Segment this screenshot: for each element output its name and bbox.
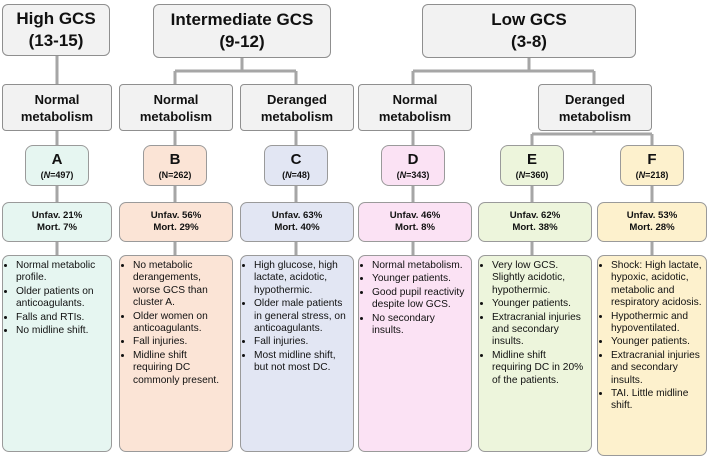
cluster-b-description: No metabolic derangements, worse GCS tha…	[119, 255, 233, 452]
metabolism-label: Normal	[34, 91, 80, 107]
cluster-e-node: E (N=360)	[500, 145, 564, 186]
description-item: No secondary insults.	[372, 313, 467, 338]
description-item: High glucose, high lactate, acidotic, hy…	[254, 260, 349, 297]
metabolism-node-intermediate-deranged: Deranged metabolism	[240, 84, 354, 131]
cluster-e-description: Very low GCS. Slightly acidotic, hypothe…	[478, 255, 592, 452]
gcs-intermediate-range: (9-12)	[219, 32, 265, 51]
description-item: Younger patients.	[492, 298, 587, 310]
metabolism-label: metabolism	[378, 108, 452, 124]
cluster-a-letter: A	[51, 150, 63, 168]
gcs-low-title: Low GCS	[491, 10, 567, 29]
gcs-high-node: High GCS (13-15)	[2, 4, 110, 56]
description-item: Older women on anticoagulants.	[133, 311, 228, 336]
cluster-b-letter: B	[169, 150, 181, 168]
description-item: No metabolic derangements, worse GCS tha…	[133, 260, 228, 310]
unfavourable-outcome-rate: Unfav. 62%	[509, 210, 561, 221]
cluster-e-letter: E	[526, 150, 537, 168]
description-item: Hypothermic and hypoventilated.	[611, 311, 702, 336]
cluster-f-description: Shock: High lactate, hypoxic, acidotic, …	[597, 255, 707, 456]
description-item: TAI. Little midline shift.	[611, 388, 702, 413]
metabolism-label: metabolism	[260, 108, 334, 124]
description-item: Shock: High lactate, hypoxic, acidotic, …	[611, 260, 702, 310]
cluster-a-node: A (N=497)	[25, 145, 89, 186]
cluster-b-outcome: Unfav. 56% Mort. 29%	[119, 202, 233, 242]
cluster-e-count: (N=360)	[515, 169, 549, 180]
cluster-d-node: D (N=343)	[381, 145, 445, 186]
mortality-rate: Mort. 28%	[629, 222, 675, 233]
cluster-d-description: Normal metabolism. Younger patients. Goo…	[358, 255, 472, 452]
cluster-e-outcome: Unfav. 62% Mort. 38%	[478, 202, 592, 242]
gcs-intermediate-title: Intermediate GCS	[170, 10, 314, 29]
metabolism-label: metabolism	[139, 108, 213, 124]
description-item: Older male patients in general stress, o…	[254, 298, 349, 335]
description-item: Younger patients.	[611, 336, 702, 348]
unfavourable-outcome-rate: Unfav. 53%	[626, 210, 678, 221]
cluster-a-description: Normal metabolic profile. Older patients…	[2, 255, 112, 452]
gcs-high-range: (13-15)	[28, 31, 84, 50]
description-item: Falls and RTIs.	[16, 312, 107, 324]
gcs-high-title: High GCS	[16, 9, 96, 28]
mortality-rate: Mort. 8%	[395, 222, 435, 233]
mortality-rate: Mort. 29%	[153, 222, 199, 233]
cluster-d-letter: D	[407, 150, 419, 168]
description-item: Most midline shift, but not most DC.	[254, 350, 349, 375]
metabolism-label: metabolism	[558, 108, 632, 124]
metabolism-node-low-deranged: Deranged metabolism	[538, 84, 652, 131]
mortality-rate: Mort. 7%	[37, 222, 77, 233]
mortality-rate: Mort. 40%	[274, 222, 320, 233]
description-item: Older patients on anticoagulants.	[16, 286, 107, 311]
gcs-intermediate-node: Intermediate GCS (9-12)	[153, 4, 331, 58]
cluster-f-count: (N=218)	[635, 169, 669, 180]
unfavourable-outcome-rate: Unfav. 63%	[271, 210, 323, 221]
description-item: Extracranial injuries and secondary insu…	[611, 350, 702, 387]
gcs-low-node: Low GCS (3-8)	[422, 4, 636, 58]
description-item: Midline shift requiring DC commonly pres…	[133, 350, 228, 387]
description-item: Extracranial injuries and secondary insu…	[492, 312, 587, 349]
mortality-rate: Mort. 38%	[512, 222, 558, 233]
description-item: Normal metabolism.	[372, 260, 467, 272]
unfavourable-outcome-rate: Unfav. 46%	[389, 210, 441, 221]
description-item: Very low GCS. Slightly acidotic, hypothe…	[492, 260, 587, 297]
cluster-a-count: (N=497)	[40, 169, 74, 180]
cluster-d-outcome: Unfav. 46% Mort. 8%	[358, 202, 472, 242]
metabolism-node-low-normal: Normal metabolism	[358, 84, 472, 131]
metabolism-label: Deranged	[565, 91, 625, 107]
description-item: Fall injuries.	[254, 336, 349, 348]
cluster-f-node: F (N=218)	[620, 145, 684, 186]
cluster-c-description: High glucose, high lactate, acidotic, hy…	[240, 255, 354, 452]
gcs-low-range: (3-8)	[511, 32, 547, 51]
metabolism-node-high-normal: Normal metabolism	[2, 84, 112, 131]
description-item: Fall injuries.	[133, 336, 228, 348]
cluster-a-outcome: Unfav. 21% Mort. 7%	[2, 202, 112, 242]
cluster-c-node: C (N=48)	[264, 145, 328, 186]
description-item: Normal metabolic profile.	[16, 260, 107, 285]
cluster-f-outcome: Unfav. 53% Mort. 28%	[597, 202, 707, 242]
description-item: Younger patients.	[372, 273, 467, 285]
description-item: Good pupil reactivity despite low GCS.	[372, 287, 467, 312]
description-item: No midline shift.	[16, 325, 107, 337]
cluster-c-count: (N=48)	[282, 169, 310, 180]
description-item: Midline shift requiring DC in 20% of the…	[492, 350, 587, 387]
metabolism-label: Normal	[153, 91, 199, 107]
metabolism-node-intermediate-normal: Normal metabolism	[119, 84, 233, 131]
cluster-c-outcome: Unfav. 63% Mort. 40%	[240, 202, 354, 242]
unfavourable-outcome-rate: Unfav. 56%	[150, 210, 202, 221]
metabolism-label: Deranged	[267, 91, 327, 107]
cluster-b-node: B (N=262)	[143, 145, 207, 186]
metabolism-label: metabolism	[20, 108, 94, 124]
unfavourable-outcome-rate: Unfav. 21%	[31, 210, 83, 221]
cluster-d-count: (N=343)	[396, 169, 430, 180]
cluster-c-letter: C	[290, 150, 302, 168]
metabolism-label: Normal	[392, 91, 438, 107]
cluster-b-count: (N=262)	[158, 169, 192, 180]
cluster-f-letter: F	[647, 150, 657, 168]
